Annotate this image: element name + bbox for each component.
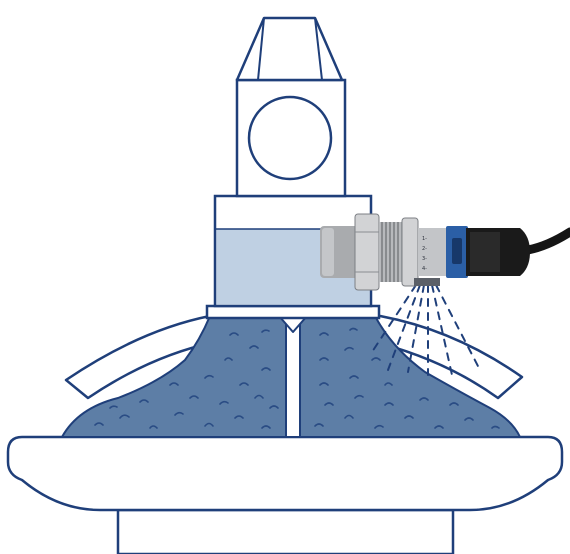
hex-nut: [355, 214, 379, 290]
sensor-marking-3: 3-: [422, 256, 427, 262]
sensor-marking-1: 1-: [422, 236, 427, 242]
sensor-marking-4: 4-: [422, 266, 427, 272]
detection-outlet: [414, 278, 440, 286]
top-funnel: [237, 18, 342, 80]
base-stand: [118, 510, 453, 554]
threaded-barrel: [379, 222, 403, 282]
inspection-window: [249, 97, 331, 179]
upper-housing: [237, 80, 345, 196]
proximity-sensor: 1- 2- 3- 4-: [320, 214, 570, 290]
sensor-marking-2: 2-: [422, 246, 427, 252]
sensor-cable: [528, 232, 570, 250]
bottom-bowl: [8, 437, 562, 510]
tank-collar: [207, 306, 379, 318]
